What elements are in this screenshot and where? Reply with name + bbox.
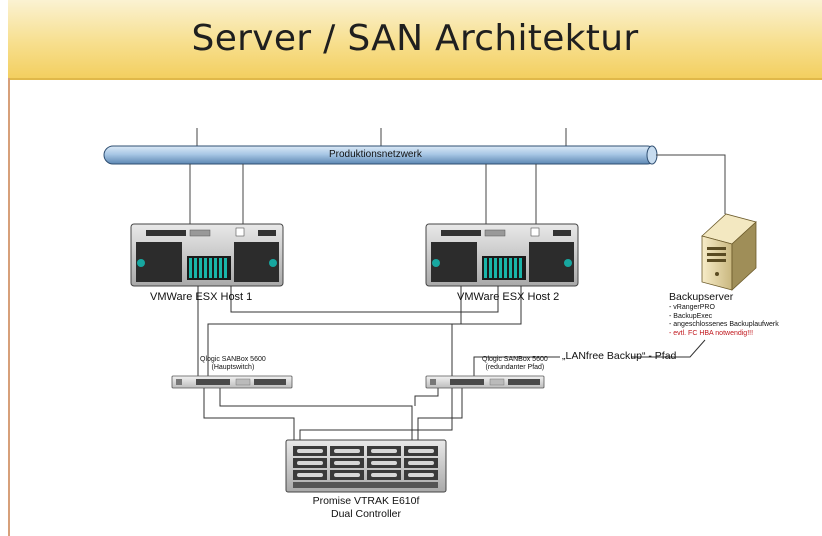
switch-1-label: Qlogic SANBox 5600 (Hauptswitch): [200, 356, 266, 372]
title-band: Server / SAN Architektur: [8, 0, 822, 80]
host-2-label: VMWare ESX Host 2: [457, 291, 560, 303]
lanfree-path-label: „LANfree Backup“ - Pfad: [562, 350, 677, 362]
switch-1-model: Qlogic SANBox 5600: [200, 356, 266, 363]
switch-2-model: Qlogic SANBox 5600: [482, 356, 548, 363]
san-switch-2: [425, 375, 545, 389]
san-switch-1: [171, 375, 293, 389]
slide-title: Server / SAN Architektur: [191, 18, 639, 59]
host-network-lines: [189, 154, 726, 224]
left-border: [8, 78, 10, 536]
storage-model: Promise VTRAK E610f: [312, 495, 420, 507]
switch-2-label: Qlogic SANBox 5600 (redundanter Pfad): [482, 356, 548, 372]
switch-2-role: (redundanter Pfad): [485, 364, 545, 371]
backup-item: - angeschlossenes Backuplaufwerk: [669, 321, 779, 328]
production-network-bar: [103, 145, 658, 165]
storage-controller: Dual Controller: [330, 508, 402, 520]
vtrak-storage-array: [285, 439, 447, 493]
esx-host-2-server: [425, 223, 579, 287]
backup-server-list: - vRangerPRO - BackupExec - angeschlosse…: [669, 304, 779, 338]
host-1-label: VMWare ESX Host 1: [150, 291, 253, 303]
esx-host-1-server: [130, 223, 284, 287]
backup-server-title: Backupserver: [669, 291, 734, 303]
backup-item: - vRangerPRO: [669, 304, 715, 311]
backup-item: - BackupExec: [669, 312, 713, 320]
uplink-lines: [196, 128, 567, 146]
switch-1-role: (Hauptswitch): [211, 364, 255, 371]
network-label: Produktionsnetzwerk: [329, 149, 422, 160]
backup-item-warning: - evtl. FC HBA notwendig!!!: [669, 329, 754, 337]
fc-cabling: [197, 286, 706, 440]
backup-server-tower: [701, 213, 757, 291]
storage-label: Promise VTRAK E610f Dual Controller: [306, 495, 426, 521]
